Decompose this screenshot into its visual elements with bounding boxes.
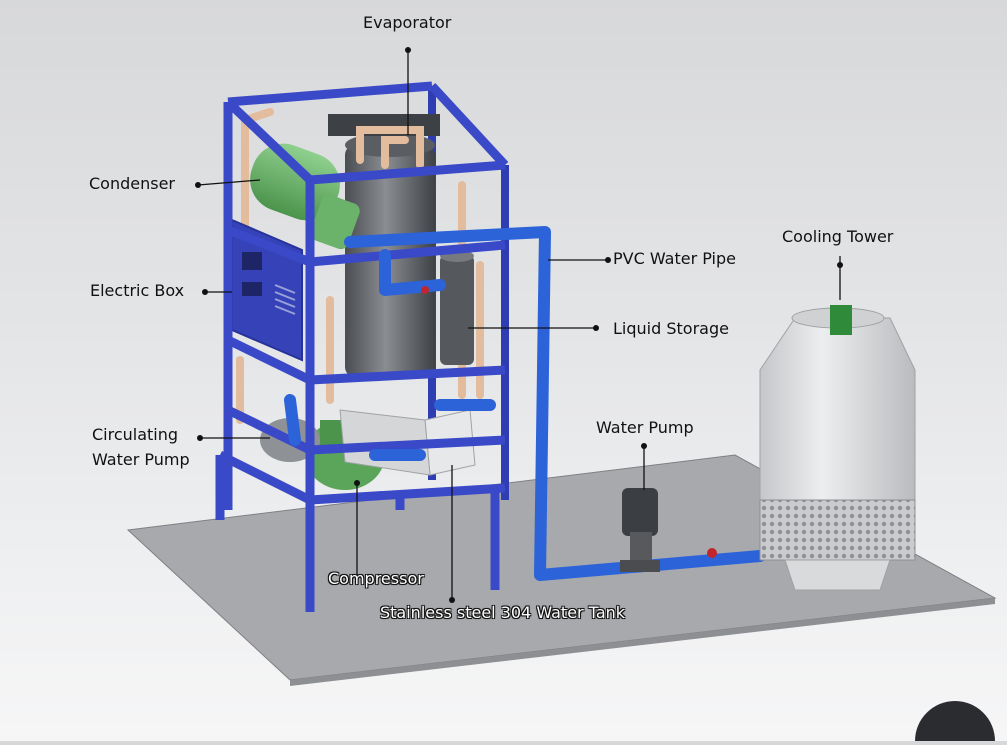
label-circulating-pump-2: Water Pump [92, 450, 190, 469]
liquid-storage-tank [440, 255, 474, 365]
label-evaporator: Evaporator [363, 13, 452, 32]
label-condenser: Condenser [89, 174, 175, 193]
water-pump-motor [622, 488, 658, 536]
label-cooling-tower: Cooling Tower [782, 227, 894, 246]
label-circulating-pump-1: Circulating [92, 425, 179, 444]
floor-plate-edge [290, 598, 995, 686]
corner-shape [915, 701, 995, 741]
cooling-tower [759, 305, 916, 591]
tower-fan-motor [830, 305, 852, 335]
label-pvc-pipe: PVC Water Pipe [613, 249, 736, 268]
label-water-tank: Stainless steel 304 Water Tank [380, 603, 626, 622]
label-electric-box: Electric Box [90, 281, 185, 300]
label-compressor: Compressor [328, 569, 424, 588]
label-liquid-storage: Liquid Storage [613, 319, 729, 338]
frame-front [215, 81, 509, 612]
leader-lines [197, 50, 841, 600]
label-water-pump: Water Pump [596, 418, 694, 437]
condenser-body [250, 143, 340, 221]
